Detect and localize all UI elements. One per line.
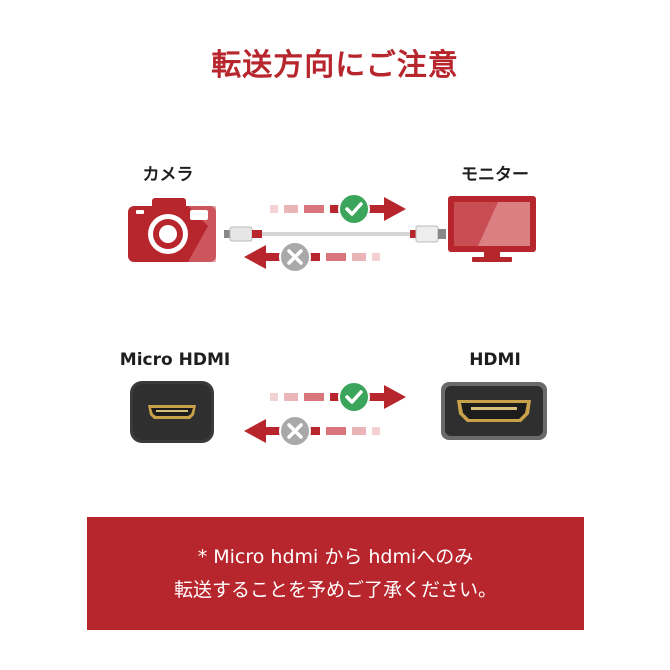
note-line-2: 転送することを予めご了承ください。 [173,578,497,601]
hdmi-label: HDMI [469,350,521,370]
camera-label: カメラ [142,165,194,185]
hdmi-port-icon [441,382,547,440]
monitor-label: モニター [461,165,529,185]
cross-circle-icon [279,241,311,273]
hdmi-cable [224,225,446,243]
backward-arrow-top [244,245,380,269]
micro-hdmi-label: Micro HDMI [119,350,231,370]
cross-circle-icon [279,415,311,447]
note-line-1: * Micro hdmi から hdmiへのみ [197,545,474,568]
check-circle-icon [338,381,370,413]
note-box: * Micro hdmi から hdmiへのみ 転送することを予めご了承ください… [87,517,584,630]
backward-arrow-bottom [244,419,380,443]
page-title: 転送方向にご注意 [211,48,459,83]
micro-hdmi-port-icon [130,381,214,443]
camera-icon [128,198,216,262]
monitor-icon [448,196,536,262]
check-circle-icon [338,193,370,225]
